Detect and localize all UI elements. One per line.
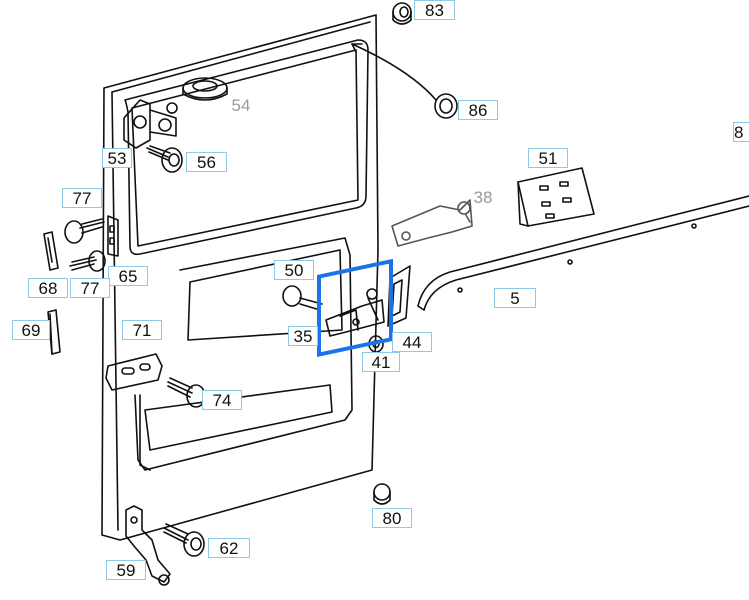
callout-59[interactable]: 59 [106,560,146,580]
callout-53[interactable]: 53 [102,148,132,168]
callout-74[interactable]: 74 [202,390,242,410]
seal-ring-54 [182,77,228,101]
callout-80[interactable]: 80 [372,508,412,528]
plug-86 [434,93,458,119]
callout-35[interactable]: 35 [288,326,318,346]
hinge-59 [125,505,171,586]
callout-62[interactable]: 62 [208,538,250,558]
strip-68 [43,231,59,271]
buffer-80 [373,483,391,505]
callout-65[interactable]: 65 [108,266,148,286]
bolt-77-lower [69,250,106,272]
latch-65 [107,215,119,257]
callout-50[interactable]: 50 [274,260,314,280]
callout-5[interactable]: 5 [494,288,536,308]
callout-83[interactable]: 83 [414,0,455,20]
callout-8[interactable]: 8 [733,122,749,142]
guide-rail-5 [417,195,749,311]
callout-41[interactable]: 41 [362,352,400,372]
latch-35 [325,288,385,337]
bolt-77-upper [64,218,105,244]
callout-44[interactable]: 44 [392,332,432,352]
lower-panel-frame [134,237,353,471]
bracket-plate-51 [517,167,595,227]
callout-56[interactable]: 56 [186,152,227,172]
buffer-83 [392,2,412,25]
screw-62 [163,523,205,557]
callout-77-upper[interactable]: 77 [62,188,102,208]
callout-86[interactable]: 86 [458,100,498,120]
lock-plate-71 [105,353,163,391]
bolt-50 [282,285,323,311]
callout-51[interactable]: 51 [528,148,568,168]
callout-77-lower[interactable]: 77 [70,278,110,298]
bracket-44 [387,265,411,327]
hinge-53 [123,99,178,149]
callout-71[interactable]: 71 [122,320,162,340]
screw-74 [167,377,206,408]
callout-54[interactable]: 54 [231,96,251,115]
roller-arm-38 [391,199,473,247]
callout-38[interactable]: 38 [473,188,493,207]
arrow-86 [351,43,437,101]
callout-69[interactable]: 69 [12,320,50,340]
window-frame [124,39,369,256]
callout-68[interactable]: 68 [28,278,68,298]
door-panel [101,14,379,541]
screw-56 [146,145,183,173]
block-69 [47,309,61,355]
